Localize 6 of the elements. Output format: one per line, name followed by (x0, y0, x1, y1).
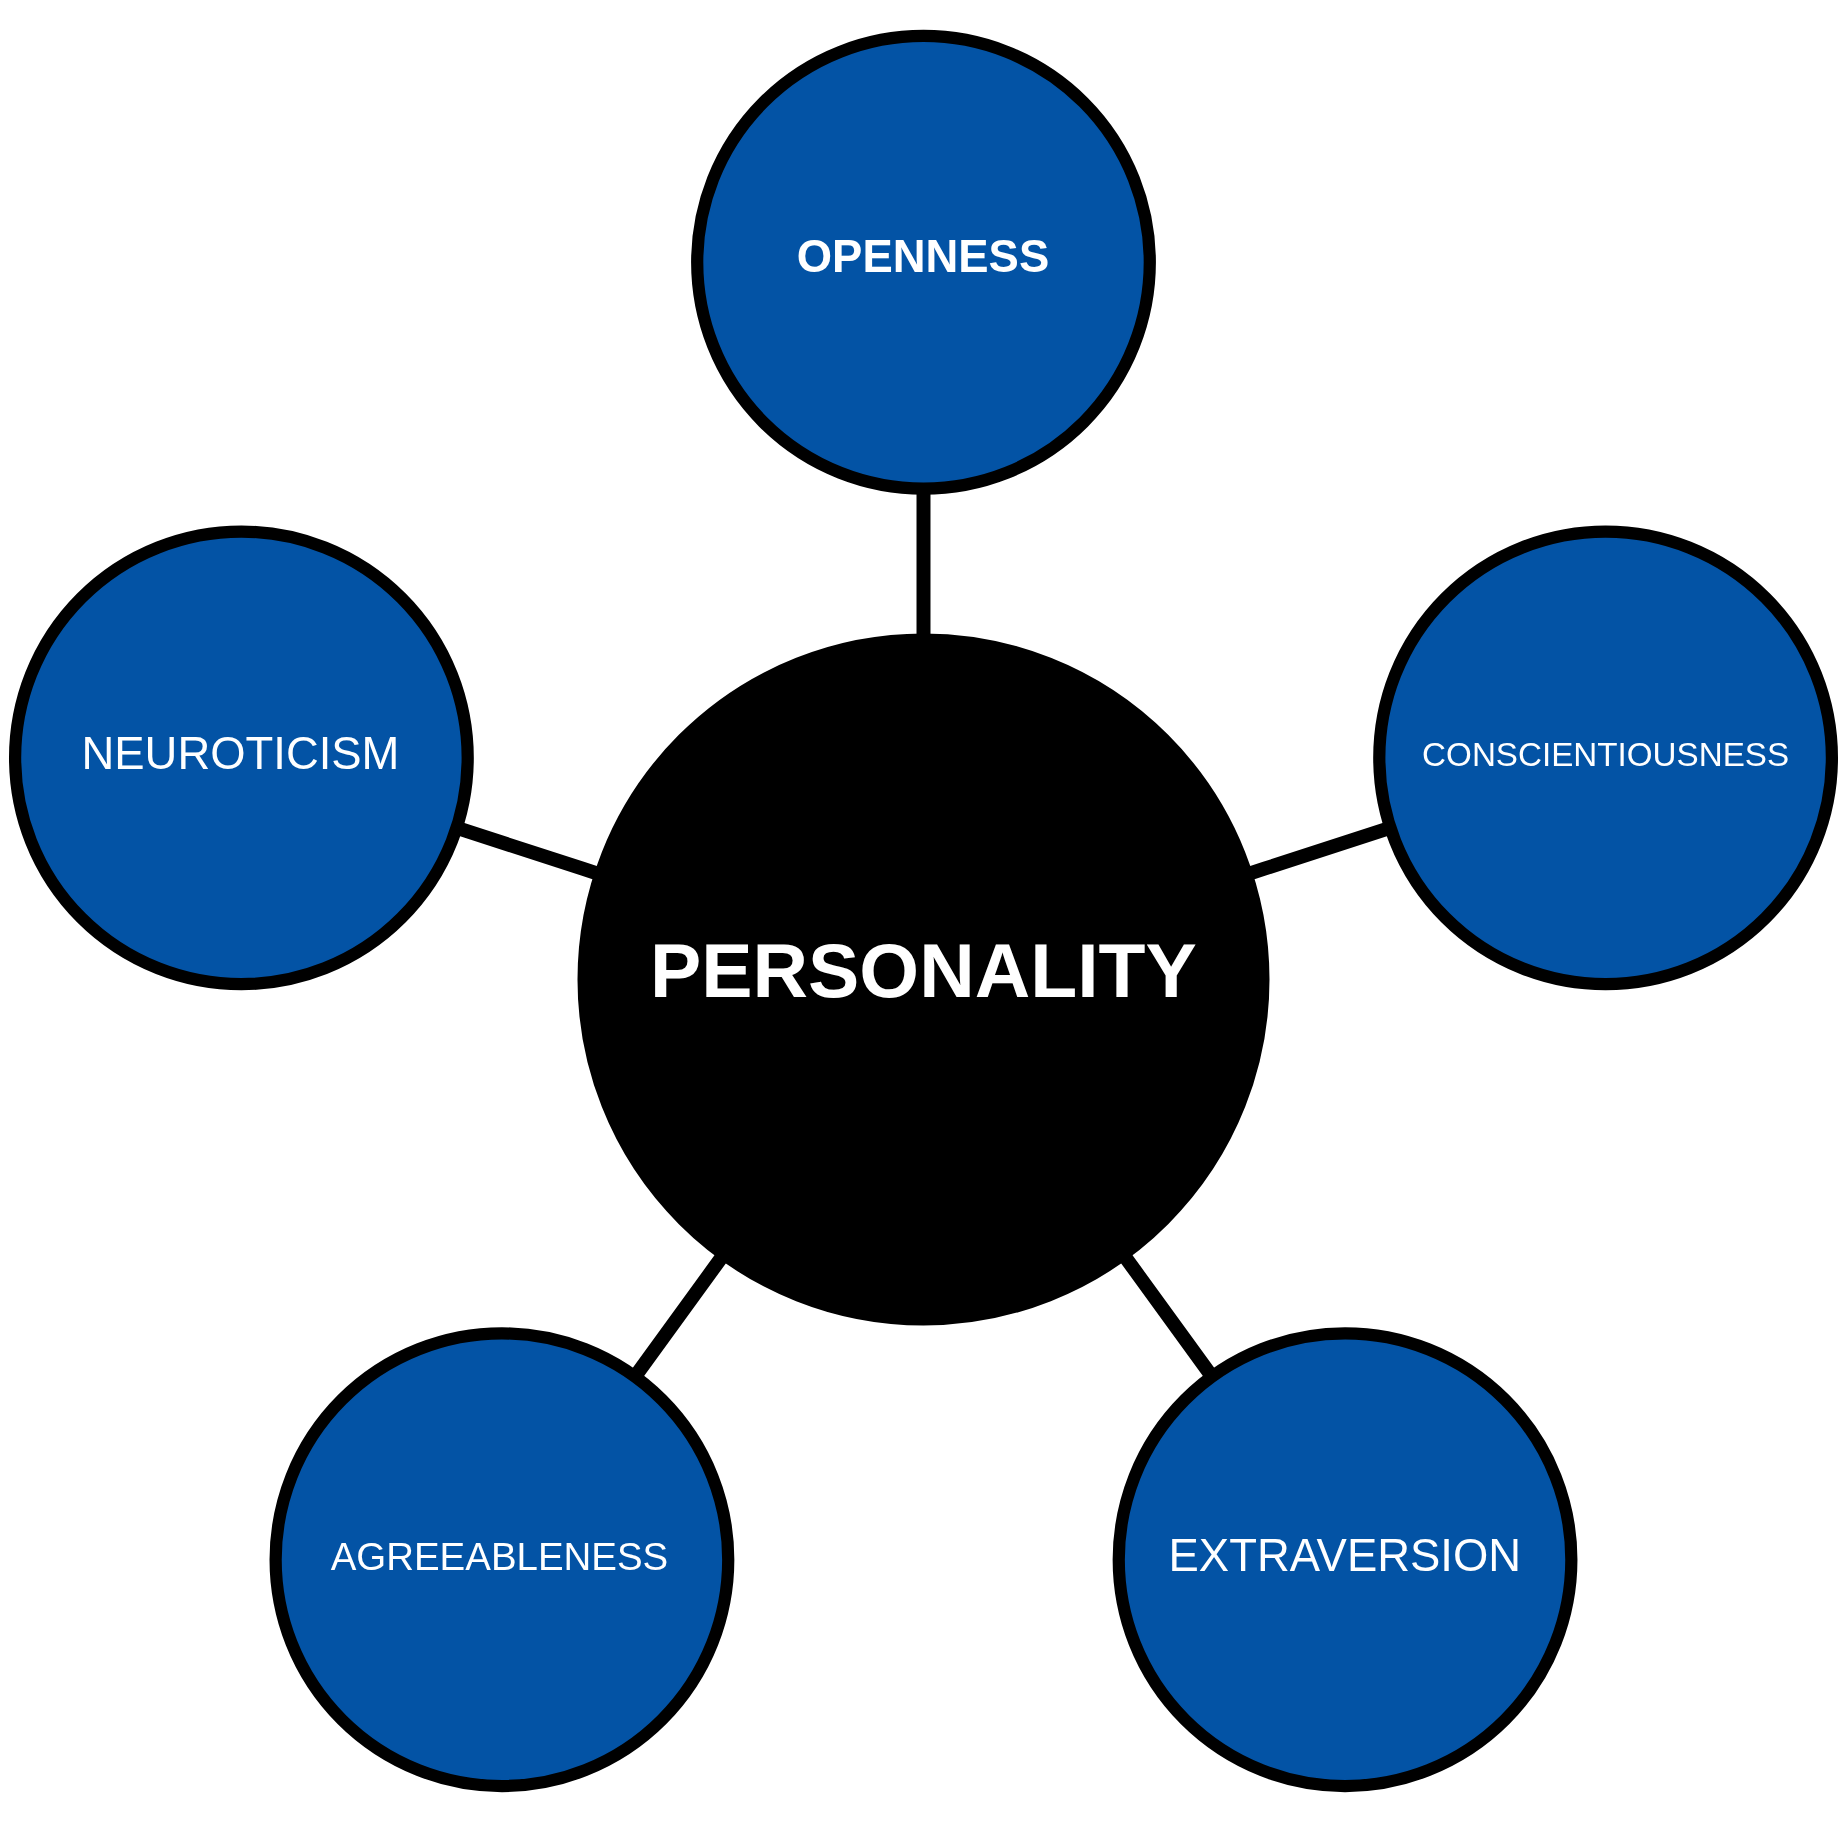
node-circle: CONSCIENTIOUSNESS (1373, 524, 1838, 990)
node-circle: AGREEABLENESS (269, 1326, 735, 1792)
node-circle: NEUROTICISM (9, 524, 474, 990)
node-circle: OPENNESS (691, 29, 1156, 495)
node-circle: PERSONALITY (577, 633, 1270, 1325)
node-circle: EXTRAVERSION (1112, 1326, 1578, 1792)
